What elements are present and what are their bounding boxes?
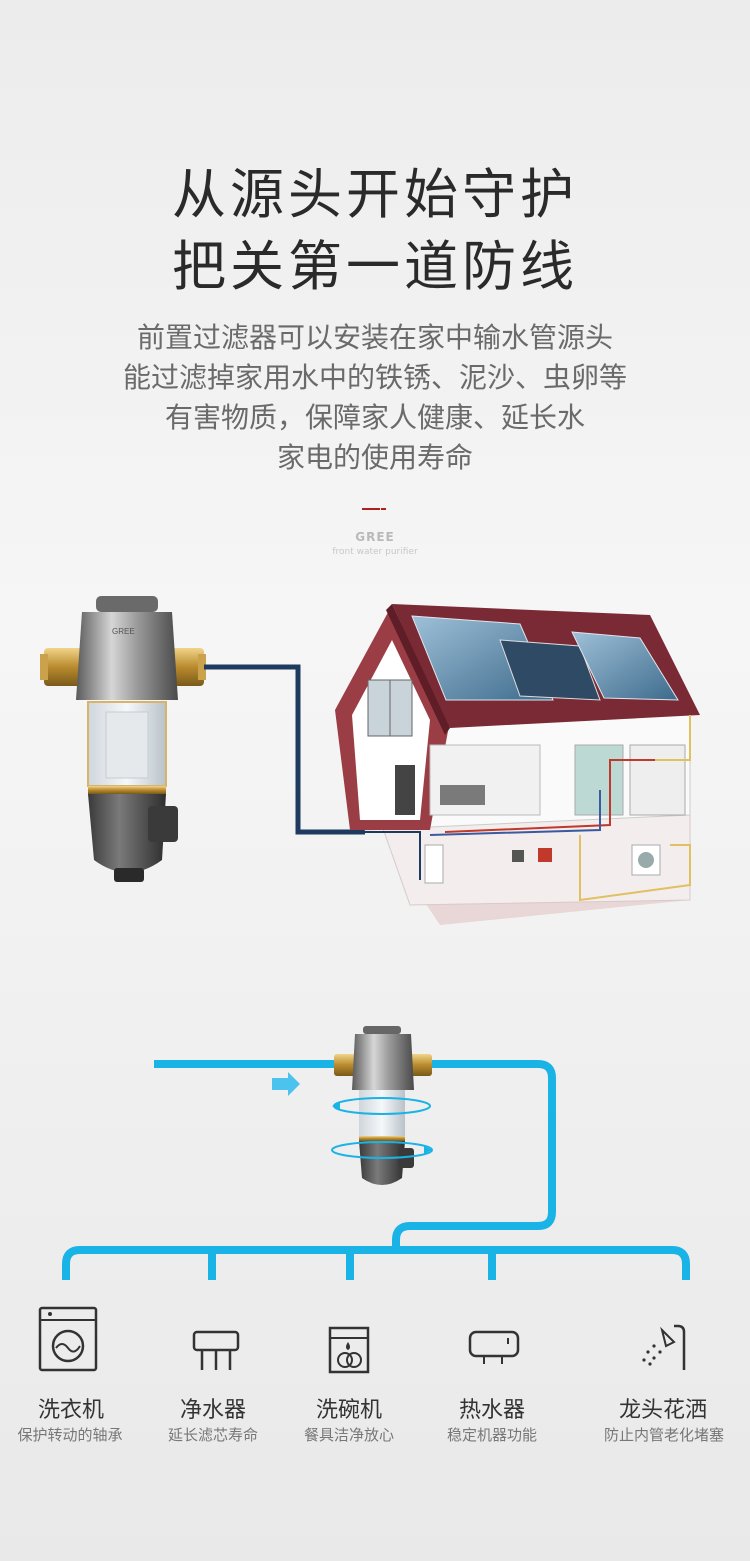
headline-line-1: 从源头开始守护 [172, 163, 578, 226]
brand-name: GREE [355, 530, 395, 544]
brand-tagline: front water purifier [332, 547, 418, 557]
device-label-dishwasher: 洗碗机 [315, 1398, 382, 1423]
device-label-washing-machine: 洗衣机 [37, 1398, 104, 1423]
shower-icon [642, 1324, 686, 1370]
water-heater-icon [468, 1330, 520, 1364]
filter-product-large: GREE [40, 596, 206, 882]
filter-product-small [331, 1026, 433, 1185]
product-logo: GREE [112, 627, 135, 636]
accent-divider-dot [381, 508, 386, 510]
water-purifier-icon [192, 1330, 240, 1370]
description-line-3: 有害物质，保障家人健康、延长水 [164, 401, 585, 434]
supply-pipe [204, 664, 365, 835]
flow-diagram [62, 1026, 690, 1280]
device-sub-water-purifier: 延长滤芯寿命 [167, 1426, 258, 1444]
washing-machine-icon [38, 1306, 98, 1372]
device-sub-washing-machine: 保护转动的轴承 [17, 1426, 123, 1444]
description-line-1: 前置过滤器可以安装在家中输水管源头 [136, 321, 613, 354]
device-sub-shower: 防止内管老化堵塞 [603, 1426, 724, 1444]
flow-pipe-main [154, 1060, 556, 1250]
device-label-water-heater: 热水器 [458, 1398, 525, 1423]
dishwasher-icon [328, 1326, 370, 1374]
headline-line-2: 把关第一道防线 [172, 235, 578, 298]
flow-arrow-icon [272, 1072, 300, 1096]
flow-pipe-distribution [62, 1246, 690, 1280]
device-sub-water-heater: 稳定机器功能 [446, 1426, 537, 1444]
accent-divider [362, 508, 380, 510]
device-label-shower: 龙头花洒 [618, 1398, 707, 1423]
house-cutaway [335, 604, 700, 925]
device-sub-dishwasher: 餐具洁净放心 [303, 1426, 394, 1444]
description-line-2: 能过滤掉家用水中的铁锈、泥沙、虫卵等 [122, 361, 627, 394]
description-line-4: 家电的使用寿命 [276, 441, 473, 474]
device-label-water-purifier: 净水器 [179, 1398, 246, 1423]
